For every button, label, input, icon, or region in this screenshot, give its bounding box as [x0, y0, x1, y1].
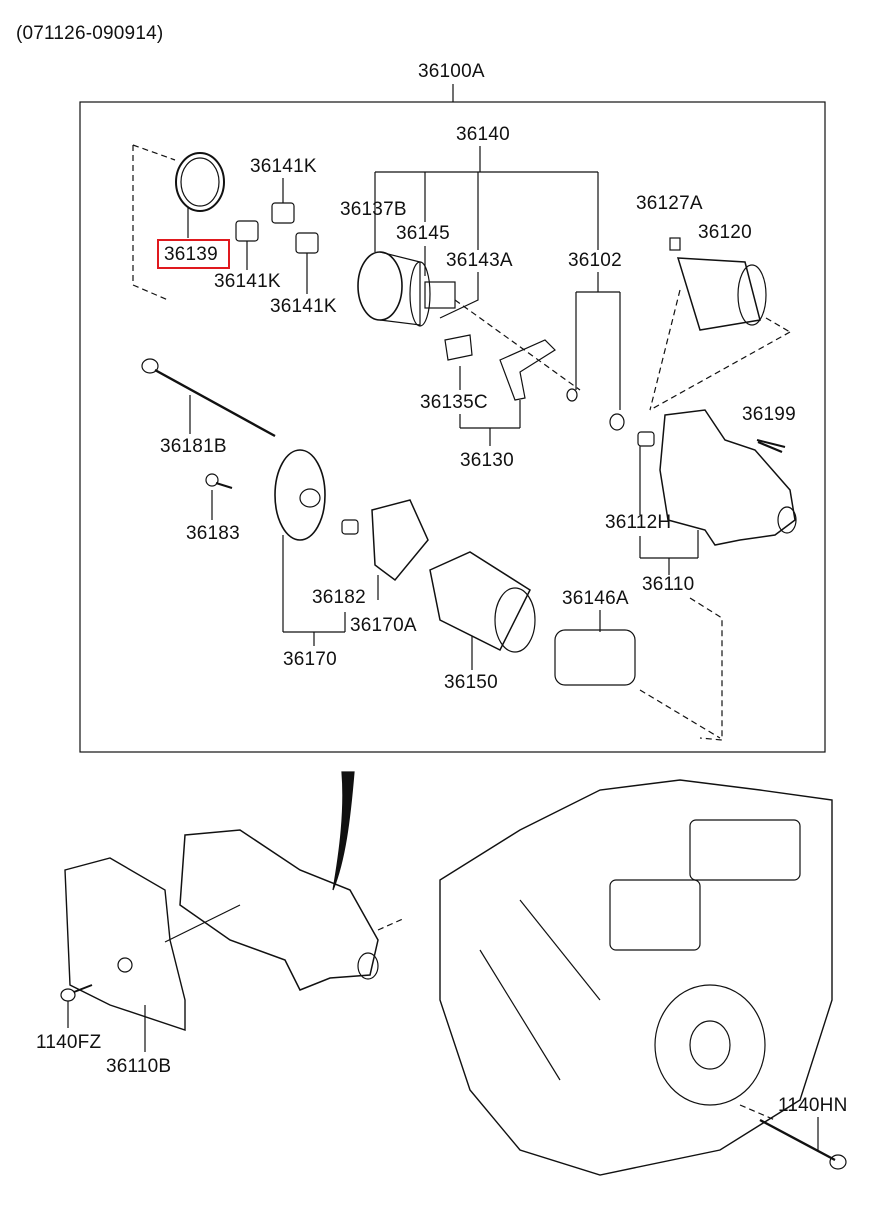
ring-36139-drawing: [175, 152, 225, 238]
part-label-1140hn[interactable]: 1140HN: [778, 1095, 848, 1116]
housing-36110-drawing: [637, 409, 797, 741]
part-label-36181b[interactable]: 36181B: [160, 436, 227, 457]
part-label-36182[interactable]: 36182: [312, 587, 366, 608]
pointer-arrow: [332, 771, 355, 891]
assembly-label: 36100A: [418, 61, 485, 82]
leader-36102: [575, 272, 621, 410]
part-label-36170a[interactable]: 36170A: [350, 615, 417, 636]
part-label-36141k-top[interactable]: 36141K: [250, 156, 317, 177]
assembly-frame: [79, 101, 826, 753]
part-label-1140fz[interactable]: 1140FZ: [36, 1032, 102, 1053]
part-label-36140[interactable]: 36140: [456, 124, 510, 145]
brushholder-36170a-drawing: [371, 499, 429, 600]
bolt-1140hn-drawing: [739, 1104, 847, 1170]
part-label-36137b[interactable]: 36137B: [340, 199, 407, 220]
part-label-36135c[interactable]: 36135C: [420, 392, 488, 413]
gear-36141k-drawings: [235, 178, 319, 294]
highlight-box-36139: [157, 239, 230, 269]
bolt-36199-drawing: [757, 440, 783, 454]
axis-dash-left: [132, 145, 169, 301]
part-label-36183[interactable]: 36183: [186, 523, 240, 544]
bolt-1140fz-drawing: [60, 984, 93, 1028]
lever-36130-drawing: [444, 334, 556, 446]
part-label-36112h[interactable]: 36112H: [605, 512, 672, 533]
part-label-36139[interactable]: 36139: [164, 244, 218, 265]
clutch-36137b-drawing: [357, 251, 581, 391]
yoke-36150-drawing: [429, 551, 536, 670]
part-label-36170[interactable]: 36170: [283, 649, 337, 670]
part-label-36143a[interactable]: 36143A: [446, 250, 513, 271]
part-label-36120[interactable]: 36120: [698, 222, 752, 243]
part-label-36127a[interactable]: 36127A: [636, 193, 703, 214]
engine-block-drawing: [439, 779, 833, 1176]
part-label-36146a[interactable]: 36146A: [562, 588, 629, 609]
part-label-36199[interactable]: 36199: [742, 404, 796, 425]
part-label-36141k-low[interactable]: 36141K: [270, 296, 337, 317]
plug-36102-b: [609, 413, 625, 431]
starter-lower-drawing: [164, 829, 406, 991]
solenoid-36120-drawing: [649, 237, 791, 411]
bolt-36183-drawing: [205, 473, 233, 520]
part-label-36102[interactable]: 36102: [568, 250, 622, 271]
part-label-36110b[interactable]: 36110B: [106, 1056, 172, 1077]
part-label-36110[interactable]: 36110: [642, 574, 695, 595]
leader-36143A: [439, 272, 479, 319]
bushing-36182-drawing: [341, 519, 359, 535]
leader-36140: [374, 146, 599, 252]
part-label-36130[interactable]: 36130: [460, 450, 514, 471]
header-date-range: (071126-090914): [16, 23, 164, 44]
armature-36146a-drawing: [554, 610, 721, 739]
part-label-36145[interactable]: 36145: [396, 223, 450, 244]
plug-36102-a: [566, 388, 578, 402]
heat-shield-36110b-drawing: [64, 857, 186, 1052]
part-label-36141k-mid[interactable]: 36141K: [214, 271, 281, 292]
part-label-36150[interactable]: 36150: [444, 672, 498, 693]
bolt-36181b-drawing: [141, 358, 276, 438]
endplate-36170-drawing: [274, 449, 346, 646]
